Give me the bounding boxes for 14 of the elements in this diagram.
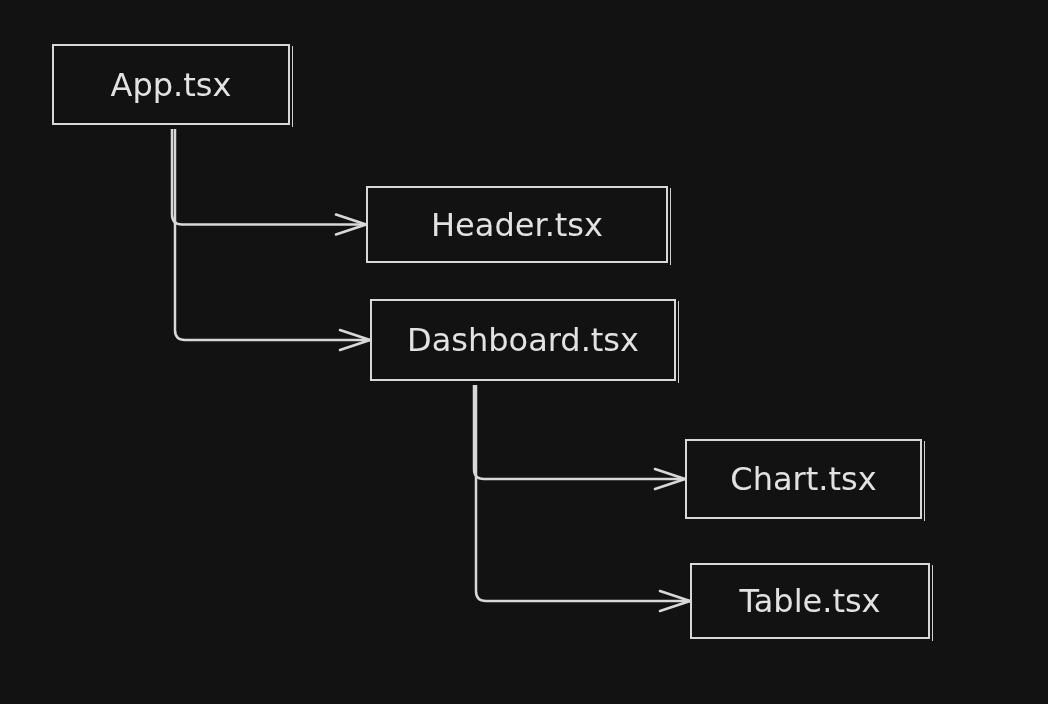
arrow — [170, 129, 368, 236]
file-name: App.tsx — [110, 65, 232, 104]
file-name: Dashboard.tsx — [407, 321, 639, 359]
file-box — [690, 563, 930, 639]
arrow — [173, 129, 372, 352]
file-name: Header.tsx — [431, 205, 603, 244]
arrow — [474, 385, 692, 613]
file-box — [685, 439, 922, 519]
file-box — [370, 299, 676, 381]
file-name: Table.tsx — [739, 582, 881, 620]
file-box — [52, 44, 290, 125]
file-box — [366, 186, 668, 263]
file-name: Chart.tsx — [730, 460, 877, 498]
arrow — [472, 385, 687, 491]
